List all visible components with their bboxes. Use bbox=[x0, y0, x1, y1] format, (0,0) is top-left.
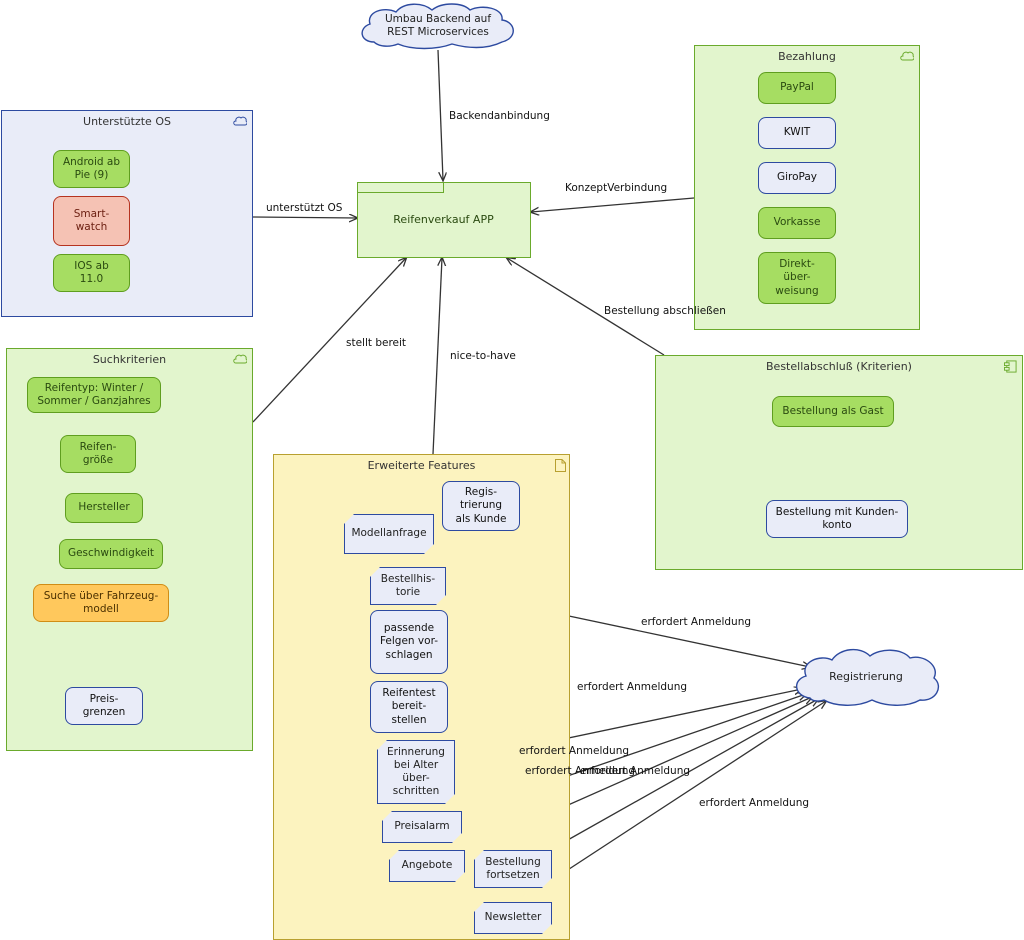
edge-label-nice: nice-to-have bbox=[450, 350, 516, 362]
cloud-backend: Umbau Backend auf REST Microservices bbox=[356, 2, 520, 50]
group-title: Unterstützte OS bbox=[83, 115, 171, 128]
cloud-registrierung-label: Registrierung bbox=[829, 670, 903, 684]
edge-label-backend: Backendanbindung bbox=[449, 110, 550, 122]
pay-direktueberweisung[interactable]: Direkt- über- weisung bbox=[758, 252, 836, 304]
edge-label-konzept: KonzeptVerbindung bbox=[565, 182, 668, 194]
edge-nice bbox=[432, 258, 442, 455]
edge-stellt bbox=[252, 258, 406, 423]
edge-reg-5 bbox=[549, 699, 818, 851]
os-ios[interactable]: IOS ab 11.0 bbox=[53, 254, 130, 292]
feature-felgen[interactable]: passende Felgen vor- schlagen bbox=[370, 610, 448, 674]
group-title: Erweiterte Features bbox=[367, 459, 476, 472]
edge-label-os: unterstützt OS bbox=[266, 202, 343, 214]
search-hersteller[interactable]: Hersteller bbox=[65, 493, 143, 523]
checkout-gast[interactable]: Bestellung als Gast bbox=[772, 396, 894, 427]
edge-label-anmeldung-2: erfordert Anmeldung bbox=[577, 681, 688, 693]
group-bezahlung: Bezahlung PayPal KWIT GiroPay Vorkasse D… bbox=[694, 45, 920, 330]
search-geschwindigkeit[interactable]: Geschwindigkeit bbox=[59, 539, 163, 569]
document-icon bbox=[555, 459, 566, 472]
group-suchkriterien: Suchkriterien Reifentyp: Winter / Sommer… bbox=[6, 348, 253, 751]
edge-label-anmeldung-1: erfordert Anmeldung bbox=[641, 616, 752, 628]
edge-reg-6 bbox=[536, 701, 826, 891]
cloud-backend-label: Umbau Backend auf REST Microservices bbox=[384, 12, 492, 38]
feature-angebote[interactable]: Angebote bbox=[389, 850, 465, 882]
cloud-icon bbox=[900, 51, 914, 61]
group-title: Bezahlung bbox=[778, 50, 836, 63]
pay-giropay[interactable]: GiroPay bbox=[758, 162, 836, 194]
group-supported-os: Unterstützte OS Android ab Pie (9) Smart… bbox=[1, 110, 253, 317]
search-reifengroesse[interactable]: Reifen- größe bbox=[60, 435, 136, 473]
search-fahrzeugmodell[interactable]: Suche über Fahrzeug- modell bbox=[33, 584, 169, 622]
app-label: Reifenverkauf APP bbox=[393, 212, 494, 226]
pay-vorkasse[interactable]: Vorkasse bbox=[758, 207, 836, 239]
edge-label-bestellung: Bestellung abschließen bbox=[604, 305, 726, 317]
feature-bestellung-fortsetzen[interactable]: Bestellung fortsetzen bbox=[474, 850, 552, 888]
feature-modellanfrage[interactable]: Modellanfrage bbox=[344, 514, 434, 554]
cloud-icon bbox=[233, 116, 247, 126]
folder-tab bbox=[357, 182, 444, 193]
search-preisgrenzen[interactable]: Preis- grenzen bbox=[65, 687, 143, 725]
component-icon bbox=[1004, 360, 1017, 373]
edge-konzept bbox=[531, 197, 695, 212]
cloud-icon bbox=[233, 354, 247, 364]
group-title: Bestellabschluß (Kriterien) bbox=[766, 360, 912, 373]
edge-os bbox=[252, 217, 357, 218]
group-erweiterte-features: Erweiterte Features Regis- trierung als … bbox=[273, 454, 570, 940]
edge-label-anmeldung-4: erfordert Anmeldung bbox=[525, 765, 636, 777]
feature-registrierung-kunde[interactable]: Regis- trierung als Kunde bbox=[442, 481, 520, 531]
edge-backend bbox=[437, 49, 443, 180]
edge-label-anmeldung-6: erfordert Anmeldung bbox=[699, 797, 810, 809]
reifenverkauf-app-node[interactable]: Reifenverkauf APP bbox=[357, 182, 531, 258]
group-title: Suchkriterien bbox=[92, 353, 167, 366]
pay-kwit[interactable]: KWIT bbox=[758, 117, 836, 149]
cloud-registrierung: Registrierung bbox=[790, 646, 942, 708]
feature-erinnerung[interactable]: Erinnerung bei Alter über- schritten bbox=[377, 740, 455, 804]
checkout-kundenkonto[interactable]: Bestellung mit Kunden- konto bbox=[766, 500, 908, 538]
os-smartwatch[interactable]: Smart- watch bbox=[53, 196, 130, 246]
edge-label-anmeldung-3: erfordert Anmeldung bbox=[519, 745, 630, 757]
feature-newsletter[interactable]: Newsletter bbox=[474, 902, 552, 934]
search-reifentyp[interactable]: Reifentyp: Winter / Sommer / Ganzjahres bbox=[27, 377, 161, 413]
os-android[interactable]: Android ab Pie (9) bbox=[53, 150, 130, 188]
group-bestellabschluss: Bestellabschluß (Kriterien) Bestellung a… bbox=[655, 355, 1023, 570]
cloud-shape-icon bbox=[361, 3, 514, 50]
feature-preisalarm[interactable]: Preisalarm bbox=[382, 811, 462, 843]
feature-bestellhistorie[interactable]: Bestellhis- torie bbox=[370, 567, 446, 605]
edge-bestellung bbox=[507, 258, 665, 356]
pay-paypal[interactable]: PayPal bbox=[758, 72, 836, 104]
feature-reifentest[interactable]: Reifentest bereit- stellen bbox=[370, 681, 448, 733]
cloud-shape-icon bbox=[796, 649, 939, 706]
edge-label-anmeldung-5: erfordert Anmeldung bbox=[580, 765, 691, 777]
edge-label-stellt: stellt bereit bbox=[346, 337, 407, 349]
